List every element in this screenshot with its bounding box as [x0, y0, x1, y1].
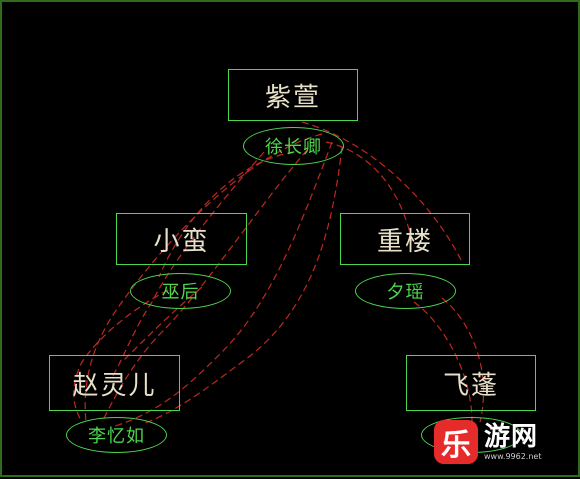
curve-4 [101, 149, 308, 423]
curve-12 [441, 297, 485, 423]
site-watermark: 乐 游网 www.9962.net [434, 416, 574, 468]
curve-3 [111, 141, 333, 428]
relation-xiaoman: 巫后 [130, 273, 231, 309]
node-xiaoman-name: 小蛮 [153, 226, 210, 257]
node-ziyuan-name: 紫萱 [264, 82, 321, 113]
node-zhaolinger: 赵灵儿 [49, 355, 180, 411]
relation-zhaolinger: 李忆如 [66, 417, 167, 453]
relation-ziyuan-label: 徐长卿 [265, 137, 322, 158]
relation-xiaoman-label: 巫后 [161, 282, 200, 303]
node-xiaoman: 小蛮 [116, 213, 247, 265]
node-chonglou-name: 重楼 [376, 226, 433, 257]
relation-chonglou: 夕瑶 [355, 273, 456, 309]
curve-11 [413, 301, 473, 423]
watermark-name: 游网 [484, 422, 539, 452]
node-ziyuan: 紫萱 [228, 69, 358, 121]
relation-ziyuan: 徐长卿 [243, 127, 344, 165]
node-zhaolinger-name: 赵灵儿 [72, 370, 157, 401]
watermark-url: www.9962.net [484, 452, 542, 461]
watermark-badge: 乐 [434, 420, 478, 464]
relation-chonglou-label: 夕瑶 [386, 282, 425, 303]
curve-5 [141, 146, 343, 425]
node-feipeng-name: 飞蓬 [442, 370, 499, 401]
node-feipeng: 飞蓬 [406, 355, 536, 411]
node-chonglou: 重楼 [340, 213, 470, 265]
relation-zhaolinger-label: 李忆如 [88, 426, 145, 447]
